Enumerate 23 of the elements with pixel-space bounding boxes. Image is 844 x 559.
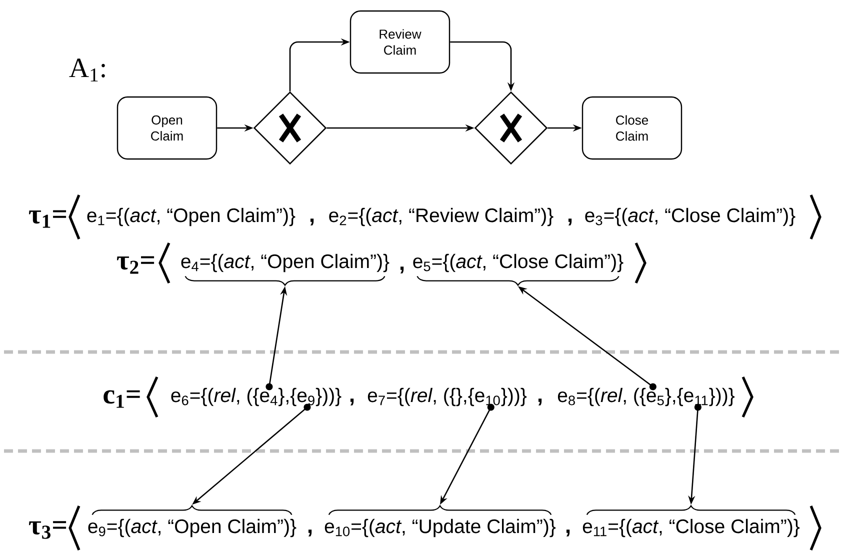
trace-name: c$_{1}$= bbox=[104, 390, 140, 408]
comma: , bbox=[308, 530, 312, 536]
task-box: Open Claim bbox=[116, 96, 218, 160]
trace-name: τ$_{2}$= bbox=[116, 256, 154, 274]
event-text: e$_{10}$={(act, “Update Claim”)} bbox=[324, 518, 556, 538]
event-text: e$_{2}$={(act, “Review Claim”)} bbox=[329, 208, 554, 226]
event-text: e$_{3}$={(act, “Close Claim”)} bbox=[585, 208, 796, 226]
process-label: A$_{1}$: bbox=[69, 58, 105, 82]
comma: , bbox=[310, 218, 314, 226]
task-box: Review Claim bbox=[350, 10, 450, 74]
event-text: e$_{6}$={(rel, ({e$_{4}$},{e$_{9}$}))} bbox=[171, 388, 342, 406]
event-text: e$_{4}$={(act, “Open Claim”)} bbox=[181, 254, 390, 272]
comma: , bbox=[566, 530, 570, 536]
event-text: e$_{11}$={(act, “Close Claim”)} bbox=[582, 518, 800, 538]
comma: , bbox=[350, 398, 354, 406]
task-box: Close Claim bbox=[582, 96, 682, 160]
comma: , bbox=[400, 266, 404, 274]
comma: , bbox=[538, 398, 542, 406]
event-text: e$_{1}$={(act, “Open Claim”)} bbox=[87, 208, 296, 226]
event-text: e$_{5}$={(act, “Close Claim”)} bbox=[413, 254, 624, 272]
event-text: e$_{9}$={(act, “Open Claim”)} bbox=[88, 518, 296, 538]
comma: , bbox=[568, 218, 572, 226]
trace-name: τ$_{1}$= bbox=[28, 210, 66, 228]
